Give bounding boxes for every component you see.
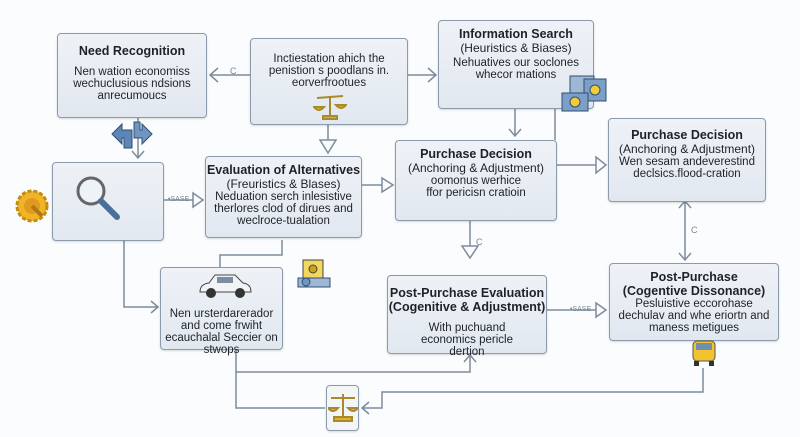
documents-icon [561,75,607,112]
node-body: oomonus werhice ffor pericisn cratioin [426,175,526,199]
edge-label: C [691,225,698,235]
node-title: Evaluation of Alternatives [206,163,361,177]
node-subtitle: (Cogentive Dissonance) [622,284,766,298]
node-title: Post-Purchase Evaluation [389,286,545,300]
scales-icon-box [326,385,359,431]
node-car: Nen ursterdarerador and come frwiht ecau… [160,267,283,356]
node-subtitle: (Anchoring & Adjustment) [407,161,545,175]
node-body: Nen wation economiss wechuclusious ndsio… [73,66,191,102]
node-subtitle: (Cogenitive & Adjustment) [388,300,546,314]
edge-label: C [476,237,483,247]
node-subtitle: (Freuristics & Blases) [226,177,341,191]
node-body: With puchuand economics pericle dertion [420,322,514,358]
gear-icon [15,189,49,223]
scales-icon [328,394,358,422]
node-body: Nehuatives our soclones whecor mations [453,57,579,81]
node-magnifier [52,162,164,241]
id-card-icon [297,259,331,288]
node-body: Wen sesam andeverestind declsics.flood-c… [619,156,755,180]
edge-label: C [230,66,237,76]
node-information-search: Information Search (Heuristics & Biases)… [438,20,594,109]
node-purchase-decision-center: Purchase Decision (Anchoring & Adjustmen… [395,140,557,221]
edge-label: •SASE [168,196,190,203]
magnifier-icon [76,176,120,220]
node-purchase-decision-right: Purchase Decision (Anchoring & Adjustmen… [608,118,766,202]
node-body: Inctiestation ahich the penistion s pood… [268,53,390,89]
node-body: Pesluistive eccorohase dechulav and whe … [618,298,770,334]
scales-icon [313,95,347,120]
node-subtitle: (Heuristics & Biases) [460,41,572,55]
node-title: Information Search [459,27,573,41]
node-title: Post-Purchase [650,270,738,284]
node-post-purchase-evaluation: Post-Purchase Evaluation (Cogenitive & A… [387,275,547,358]
node-body: Neduation serch inlesistive therlores cl… [214,191,353,227]
node-need-recognition: Need Recognition Nen wation economiss we… [57,33,207,118]
node-body: Nen ursterdarerador and come frwiht ecau… [165,308,278,356]
node-post-purchase-right: Post-Purchase (Cogentive Dissonance) Pes… [609,263,779,341]
edge-label: •SASE [570,306,592,313]
node-middle-top: Inctiestation ahich the penistion s pood… [250,38,408,125]
car-icon [199,274,252,298]
node-subtitle: (Anchoring & Adjustment) [618,142,756,156]
node-title: Purchase Decision [420,147,532,161]
node-title: Need Recognition [78,44,186,58]
arrows-icon [111,121,153,149]
node-evaluation-of-alternatives: Evaluation of Alternatives (Freuristics … [205,156,362,238]
yellow-car-icon [692,340,716,366]
node-title: Purchase Decision [631,128,743,142]
